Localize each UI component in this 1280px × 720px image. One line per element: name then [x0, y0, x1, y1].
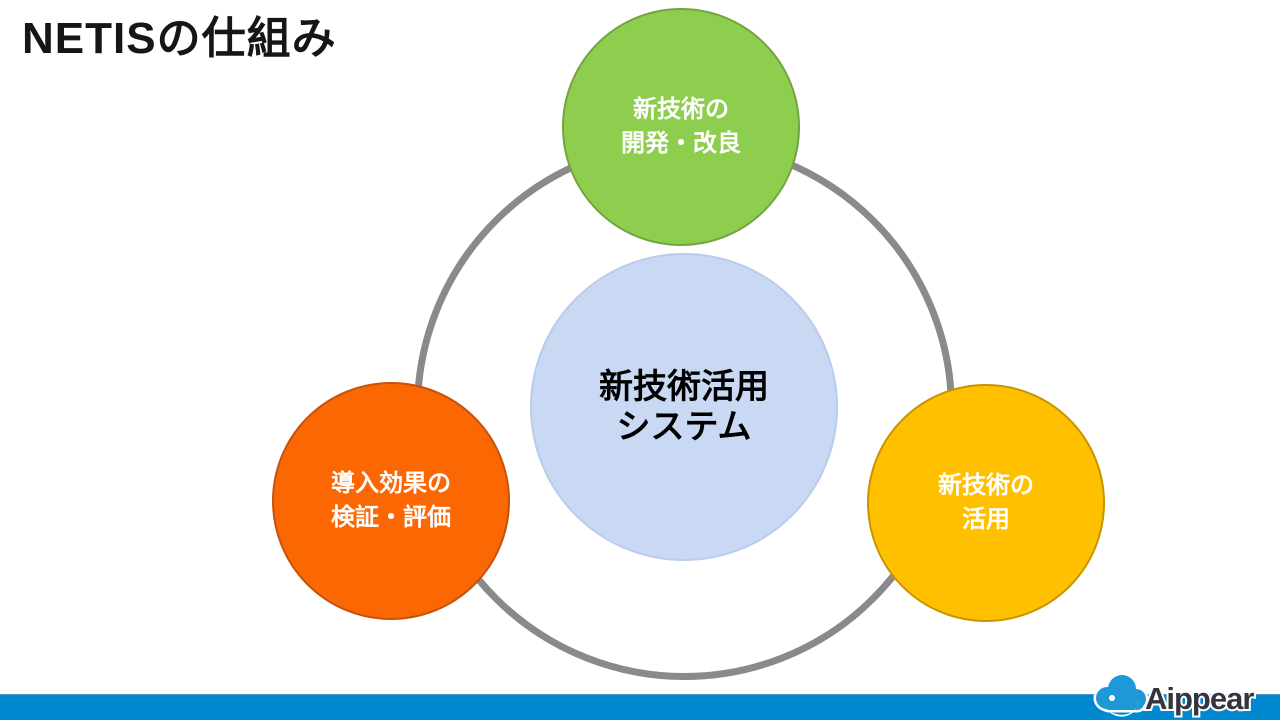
node-evaluation-label-line1: 導入効果の	[331, 470, 451, 497]
aippear-logo: Aippear	[1089, 668, 1274, 718]
node-development: 新技術の 開発・改良	[562, 8, 800, 246]
center-circle-label-line1: 新技術活用	[599, 368, 769, 406]
center-circle-label-line2: システム	[616, 408, 752, 446]
logo-text: Aippear	[1145, 681, 1254, 716]
node-utilization-label-line1: 新技術の	[938, 472, 1034, 499]
node-utilization-label-line2: 活用	[962, 506, 1010, 533]
node-utilization: 新技術の 活用	[867, 384, 1105, 622]
center-circle-netis-system: 新技術活用 システム	[530, 253, 838, 561]
node-evaluation-label-line2: 検証・評価	[331, 504, 451, 531]
node-development-label-line1: 新技術の	[633, 96, 729, 123]
page-title: NETISの仕組み	[22, 14, 337, 63]
node-development-label-line2: 開発・改良	[621, 130, 741, 157]
node-evaluation: 導入効果の 検証・評価	[272, 382, 510, 620]
footer-bar	[0, 694, 1280, 720]
cloud-icon	[1093, 672, 1149, 717]
aippear-logo-svg: Aippear	[1093, 672, 1257, 718]
